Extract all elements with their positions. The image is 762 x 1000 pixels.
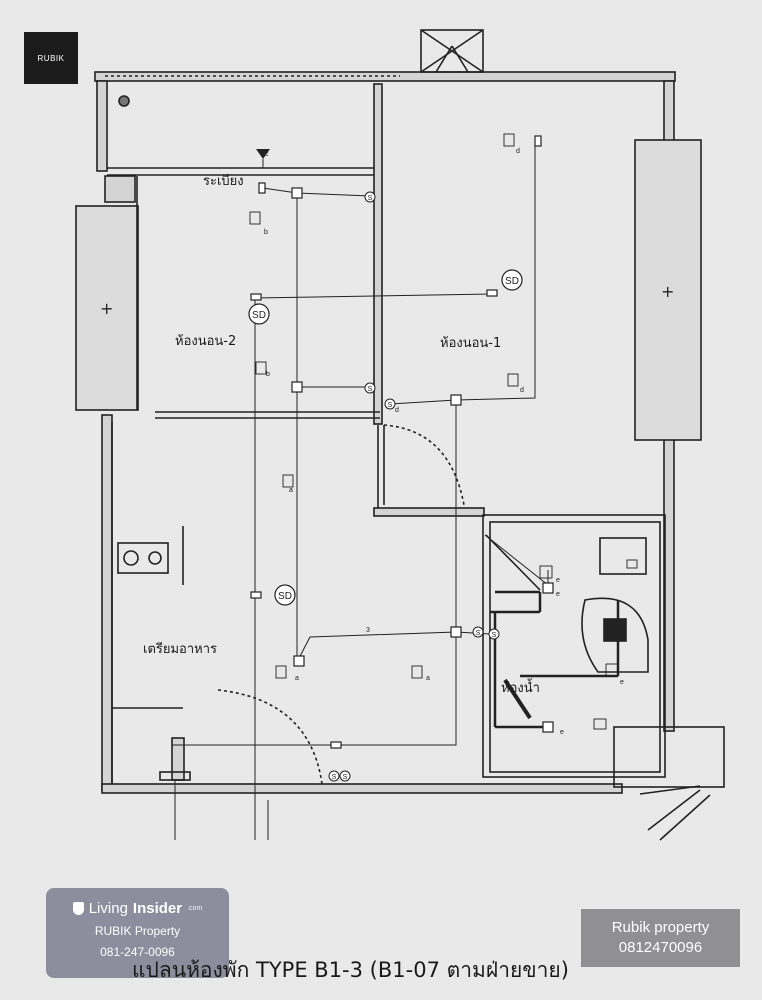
room-label-bedroom-2: ห้องนอน-2: [175, 334, 237, 349]
contact-phone: 0812470096: [618, 939, 703, 956]
smoke-detector-icon: SD: [274, 584, 296, 606]
room-label-bedroom-1: ห้องนอน-1: [440, 336, 502, 351]
tag-label: d: [395, 407, 399, 414]
planter-right: [634, 139, 702, 441]
tag-label: d: [516, 148, 520, 155]
tag-label: a: [295, 675, 299, 682]
contact-name: Rubik property: [611, 919, 710, 936]
brand-prefix: Living: [88, 900, 128, 917]
switch-icon: S: [364, 382, 376, 394]
house-icon: [72, 902, 84, 915]
room-label-balcony: ระเบียง: [203, 174, 244, 189]
switch-icon: S: [328, 770, 340, 782]
top-wall: [94, 71, 676, 82]
switch-icon: S: [364, 191, 376, 203]
switch-icon: S: [339, 770, 351, 782]
svg-text:S: S: [332, 774, 337, 781]
tag-label: a: [426, 675, 430, 682]
stove: [117, 542, 169, 574]
plan-caption: แปลนห้องพัก TYPE B1-3 (B1-07 ตามฝ่ายขาย): [132, 958, 569, 982]
tag-label: d: [520, 387, 524, 394]
smoke-detector-icon: SD: [501, 269, 523, 291]
tag-label: e: [620, 679, 624, 686]
svg-text:S: S: [368, 386, 373, 393]
svg-text:S: S: [388, 402, 393, 409]
watermark-company: RUBIK Property: [94, 924, 181, 938]
switch-icon: S: [472, 626, 484, 638]
svg-text:SD: SD: [505, 276, 519, 287]
svg-text:+: +: [661, 282, 674, 301]
wire-count-label: 3: [366, 627, 370, 634]
tag-label: b: [264, 229, 268, 236]
smoke-detector-icon: SD: [248, 303, 270, 325]
tag-label: e: [560, 729, 564, 736]
planter-left: [75, 205, 139, 411]
contact-box: Rubik property 0812470096: [581, 909, 740, 967]
svg-text:S: S: [343, 774, 348, 781]
watermark-phone: 081-247-0096: [100, 945, 175, 959]
svg-text:SD: SD: [278, 591, 292, 602]
room-label-kitchen: เตรียมอาหาร: [143, 642, 218, 657]
svg-text:+: +: [100, 299, 113, 318]
switch-icon: S: [488, 628, 500, 640]
svg-text:SD: SD: [252, 310, 266, 321]
tag-label: e: [556, 577, 560, 584]
brand-suffix: .com: [187, 905, 203, 912]
tag-label: e: [556, 591, 560, 598]
brand-bold: Insider: [132, 900, 183, 917]
rubik-logo: RUBIK: [24, 32, 78, 84]
svg-text:S: S: [368, 195, 373, 202]
tag-label: c: [265, 151, 269, 158]
room-label-bathroom: ห้องน้ำ: [501, 681, 540, 696]
svg-text:S: S: [492, 632, 497, 639]
tag-label: a: [289, 487, 293, 494]
exhaust-box: [420, 29, 484, 73]
svg-text:S: S: [476, 630, 481, 637]
switch-icon: S: [384, 398, 396, 410]
tag-label: b: [266, 371, 270, 378]
